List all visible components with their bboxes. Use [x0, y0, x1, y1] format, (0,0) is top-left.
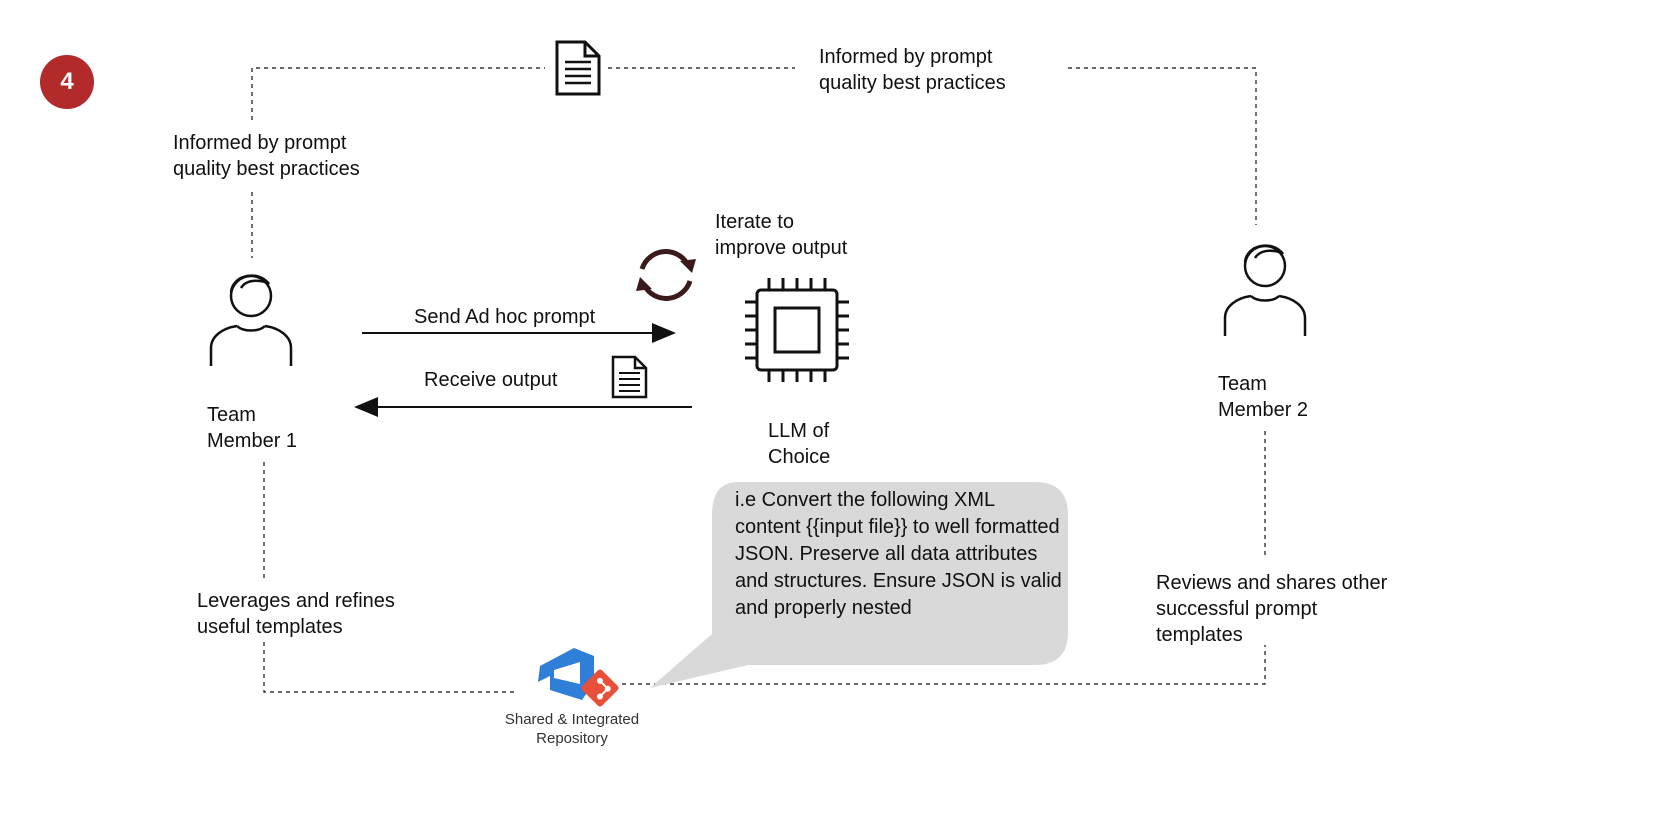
llm-label: LLM of Choice — [768, 420, 831, 468]
iterate-label: Iterate to improve output — [715, 211, 848, 259]
step-number-badge: 4 — [40, 55, 94, 109]
team-member-1-label: Team Member 1 — [207, 404, 298, 452]
left-top-label: Informed by prompt quality best practice… — [173, 132, 360, 180]
chip-icon — [745, 278, 849, 382]
speech-bubble — [650, 482, 1068, 688]
send-prompt-label: Send Ad hoc prompt — [414, 306, 596, 328]
refresh-icon — [636, 249, 696, 301]
receive-output-label: Receive output — [424, 369, 558, 391]
top-dashed-connector — [251, 67, 1257, 258]
person-icon — [209, 274, 293, 366]
leverages-label: Leverages and refines useful templates — [197, 590, 395, 638]
person-icon — [1223, 244, 1307, 336]
repository-label: Shared & Integrated Repository — [504, 711, 640, 747]
reviews-label: Reviews and shares other successful prom… — [1156, 572, 1388, 646]
team-member-2-label: Team Member 2 — [1218, 373, 1309, 421]
bubble-text: i.e Convert the following XML content {{… — [735, 489, 1062, 619]
top-label: Informed by prompt quality best practice… — [819, 46, 1006, 94]
document-icon — [611, 355, 648, 399]
bottom-dashed-connector — [263, 430, 1266, 693]
azure-devops-git-icon — [538, 648, 619, 707]
document-icon — [555, 40, 601, 96]
